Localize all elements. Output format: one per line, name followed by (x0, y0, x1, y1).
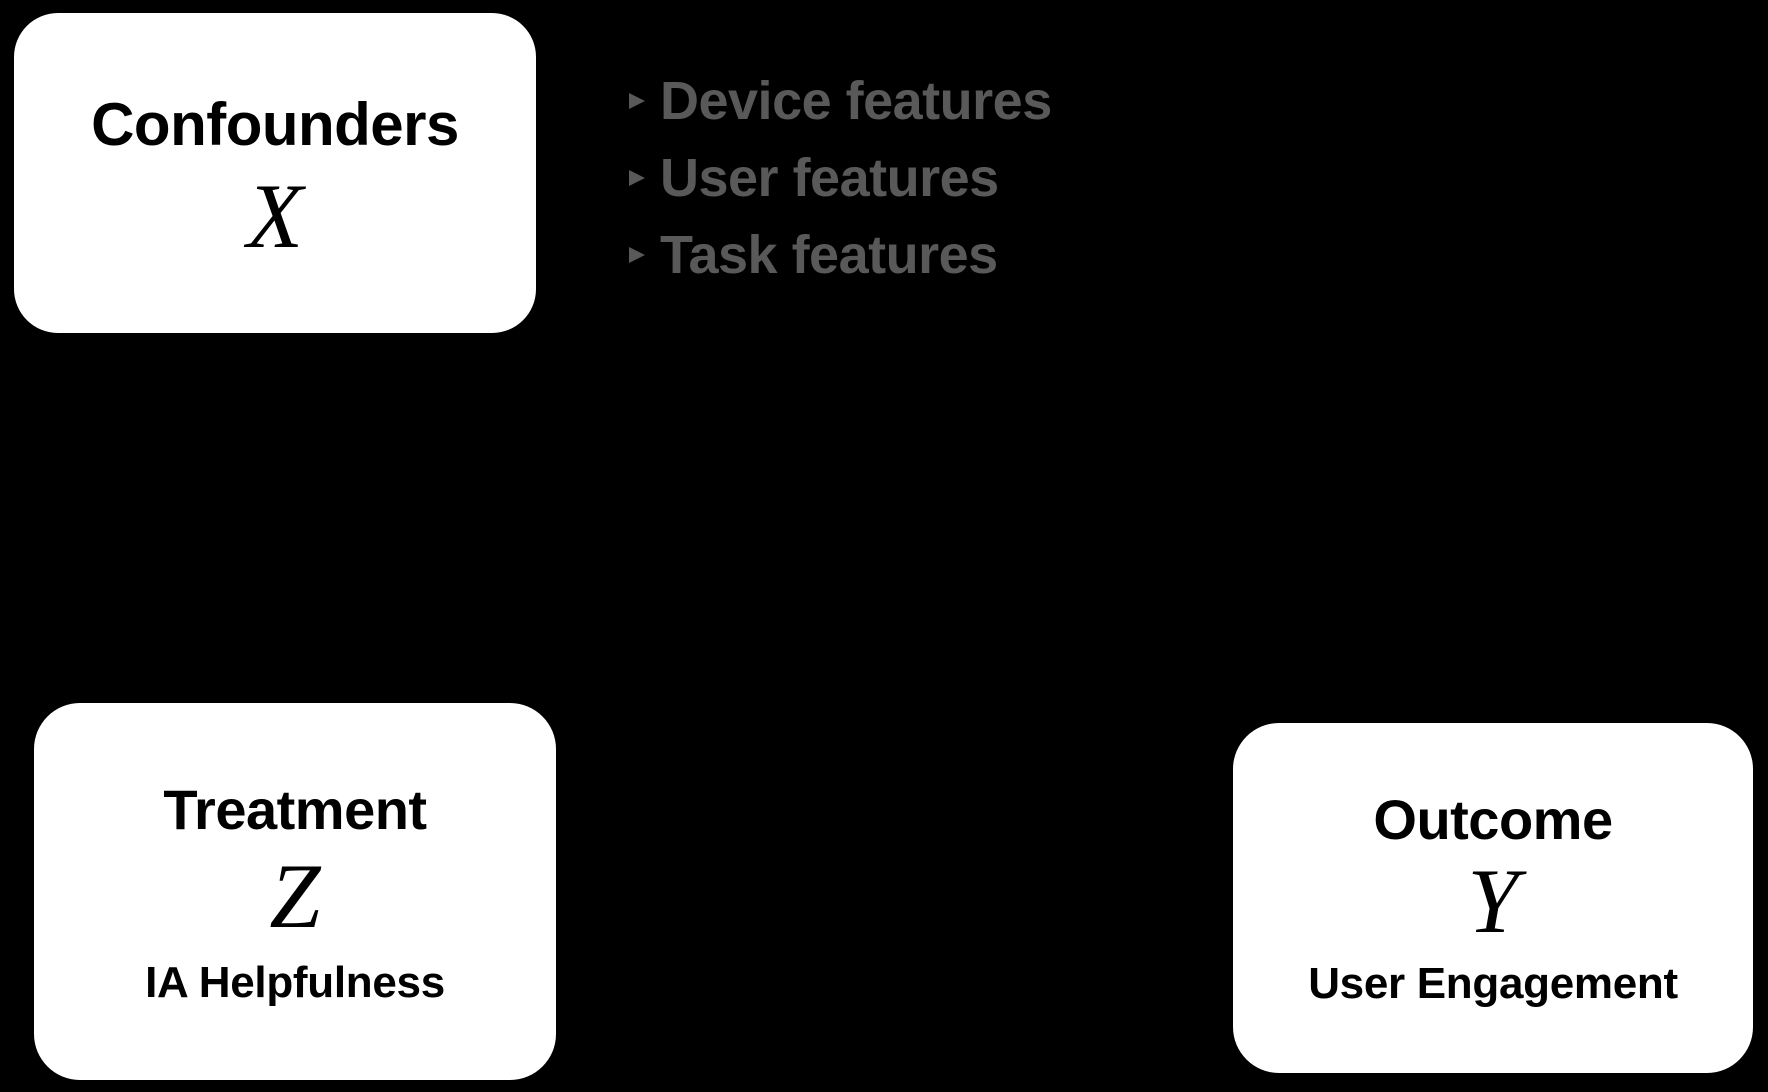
triangle-right-icon (629, 169, 645, 186)
feature-list-item-label: Task features (660, 224, 998, 285)
node-confounders-title: Confounders (91, 90, 459, 158)
feature-list-item: User features (624, 139, 1224, 216)
node-outcome-symbol: Y (1467, 850, 1519, 953)
node-treatment-title: Treatment (163, 778, 427, 841)
node-treatment[interactable]: Treatment Z IA Helpfulness (34, 703, 556, 1080)
node-outcome[interactable]: Outcome Y User Engagement (1233, 723, 1753, 1073)
node-confounders[interactable]: Confounders X (14, 13, 536, 333)
feature-list-item-label: Device features (660, 70, 1052, 131)
node-outcome-sublabel: User Engagement (1308, 959, 1678, 1009)
feature-list-item-label: User features (660, 147, 999, 208)
node-treatment-symbol: Z (269, 844, 321, 947)
triangle-right-icon (629, 246, 645, 263)
feature-list: Device features User features Task featu… (624, 62, 1224, 293)
node-confounders-symbol: X (246, 164, 304, 267)
feature-list-item: Task features (624, 216, 1224, 293)
node-treatment-sublabel: IA Helpfulness (145, 957, 445, 1007)
triangle-right-icon (629, 92, 645, 109)
node-outcome-title: Outcome (1373, 787, 1613, 851)
feature-list-item: Device features (624, 62, 1224, 139)
